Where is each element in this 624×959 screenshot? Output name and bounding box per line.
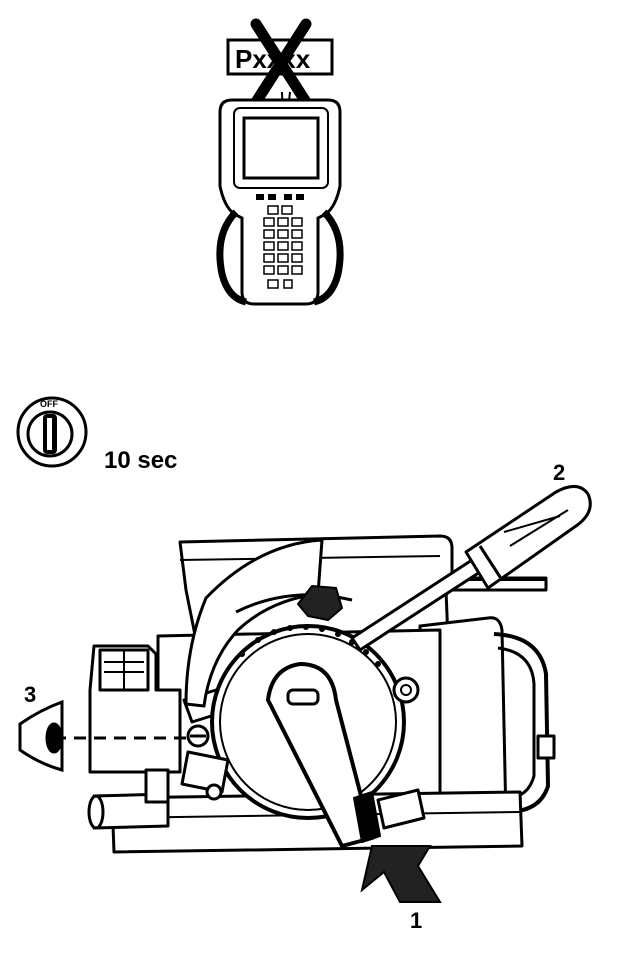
throttle-lever <box>266 662 374 848</box>
tube-fitting <box>536 734 556 760</box>
right-grip <box>313 209 344 306</box>
eye-icon <box>18 699 64 772</box>
callout-1: 1 <box>410 908 422 933</box>
screwdriver <box>350 485 592 652</box>
screwdriver-handle <box>464 485 592 590</box>
left-grip <box>216 209 247 306</box>
keypad <box>263 205 303 289</box>
function-keys <box>256 194 304 200</box>
scan-tool-screen <box>242 116 320 180</box>
throttle-body <box>54 534 556 854</box>
cross-out-icon <box>250 18 312 108</box>
ignition-off-label: OFF <box>40 399 58 409</box>
callout-2: 2 <box>553 460 565 485</box>
callout-3: 3 <box>24 682 36 707</box>
scan-tool: Pxxxx <box>216 18 344 306</box>
rotation-arrow <box>296 584 344 622</box>
ignition-switch: OFF <box>16 396 88 468</box>
throttle-sector <box>184 538 324 708</box>
push-direction-arrow <box>360 845 442 903</box>
wait-time-label: 10 sec <box>104 447 177 474</box>
coolant-tube-right <box>493 632 550 814</box>
